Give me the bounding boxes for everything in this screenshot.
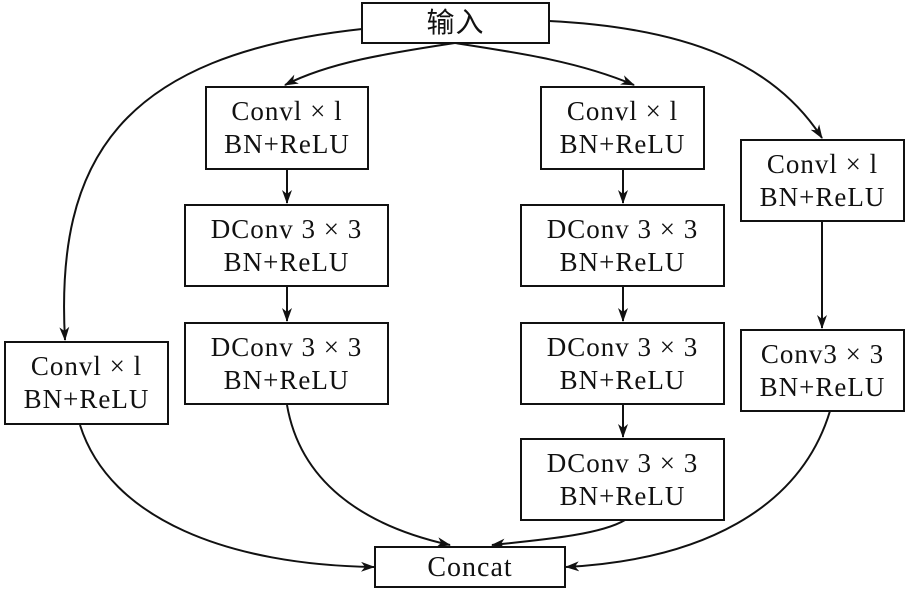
arrow-branch3-to-concat: [491, 519, 626, 549]
input-label: 输入: [426, 7, 485, 39]
branch2-dconv3x3-a-op: DConv 3 × 3: [210, 213, 363, 244]
branch3-dconv3x3-a-node: DConv 3 × 3 BN+ReLU: [520, 204, 725, 287]
concat-label: Concat: [427, 551, 513, 583]
branch1-conv1x1-op: Convl × l: [30, 351, 143, 381]
branch3-dconv3x3-a-op: DConv 3 × 3: [546, 213, 699, 244]
branch3-dconv3x3-b-op: DConv 3 × 3: [546, 331, 699, 362]
branch3-dconv3x3-c-norm: BN+ReLU: [559, 480, 686, 511]
branch1-conv1x1-norm: BN+ReLU: [23, 384, 150, 414]
branch3-dconv3x3-a-norm: BN+ReLU: [559, 246, 686, 277]
arrow-branch4-to-concat: [565, 410, 831, 572]
branch4-conv3x3-norm: BN+ReLU: [759, 371, 886, 402]
arrow-branch1-to-concat: [79, 424, 375, 572]
branch4-conv1x1-norm: BN+ReLU: [759, 181, 886, 212]
branch4-conv1x1-op: Convl × l: [766, 148, 879, 179]
branch2-conv1x1-op: Convl × l: [231, 96, 343, 126]
arrow-input-to-branch2: [284, 42, 456, 86]
arrow-input-to-branch1: [59, 28, 363, 341]
branch3-dconv3x3-c-op: DConv 3 × 3: [546, 447, 699, 478]
branch3-conv1x1-node: Convl × l BN+ReLU: [540, 86, 705, 170]
arrow-branch2-to-concat: [286, 404, 451, 548]
branch2-dconv3x3-b-node: DConv 3 × 3 BN+ReLU: [184, 322, 389, 405]
branch3-dconv3x3-b-node: DConv 3 × 3 BN+ReLU: [520, 322, 725, 405]
concat-node: Concat: [374, 546, 566, 588]
branch2-dconv3x3-a-node: DConv 3 × 3 BN+ReLU: [184, 204, 389, 287]
branch4-conv3x3-node: Conv3 × 3 BN+ReLU: [740, 329, 905, 412]
input-node: 输入: [361, 2, 550, 44]
branch3-dconv3x3-b-norm: BN+ReLU: [559, 364, 686, 395]
arrow-input-to-branch3: [454, 42, 635, 86]
branch1-conv1x1-node: Convl × l BN+ReLU: [4, 341, 169, 425]
branch4-conv1x1-node: Convl × l BN+ReLU: [740, 139, 905, 222]
branch2-dconv3x3-b-op: DConv 3 × 3: [210, 331, 363, 362]
arrow-input-to-branch4: [548, 20, 823, 139]
branch2-conv1x1-norm: BN+ReLU: [224, 129, 350, 159]
branch4-conv3x3-op: Conv3 × 3: [760, 338, 885, 369]
branch3-conv1x1-norm: BN+ReLU: [559, 129, 686, 159]
branch3-conv1x1-op: Convl × l: [566, 96, 679, 126]
branch2-conv1x1-node: Convl × l BN+ReLU: [205, 86, 369, 170]
branch3-dconv3x3-c-node: DConv 3 × 3 BN+ReLU: [520, 438, 725, 521]
branch2-dconv3x3-b-norm: BN+ReLU: [223, 364, 350, 395]
branch2-dconv3x3-a-norm: BN+ReLU: [223, 246, 350, 277]
